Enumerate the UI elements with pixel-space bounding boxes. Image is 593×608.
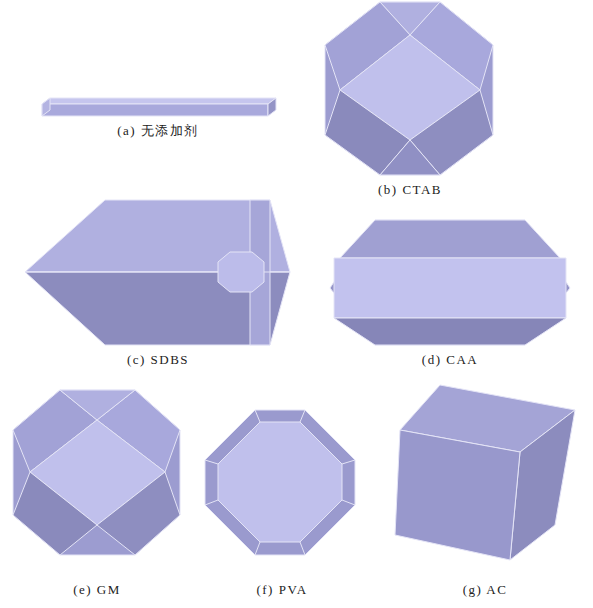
- figure-caption: (b) CTAB: [378, 182, 442, 198]
- figure-caption: (c) SDBS: [127, 352, 189, 368]
- ctab-crystal: [325, 2, 493, 175]
- ac-crystal: [395, 385, 575, 560]
- figure-caption: (e) GM: [73, 582, 121, 598]
- figure-caption: (d) CAA: [422, 352, 478, 368]
- figure-caption: (a) 无添加剂: [117, 122, 199, 140]
- caa-crystal: [330, 220, 570, 345]
- pva-crystal: [205, 410, 355, 555]
- rod-crystal: [42, 98, 276, 116]
- gm-crystal: [13, 390, 180, 555]
- figure-caption: (f) PVA: [256, 582, 307, 598]
- figure-caption: (g) AC: [463, 582, 508, 598]
- sdbs-crystal: [25, 200, 290, 345]
